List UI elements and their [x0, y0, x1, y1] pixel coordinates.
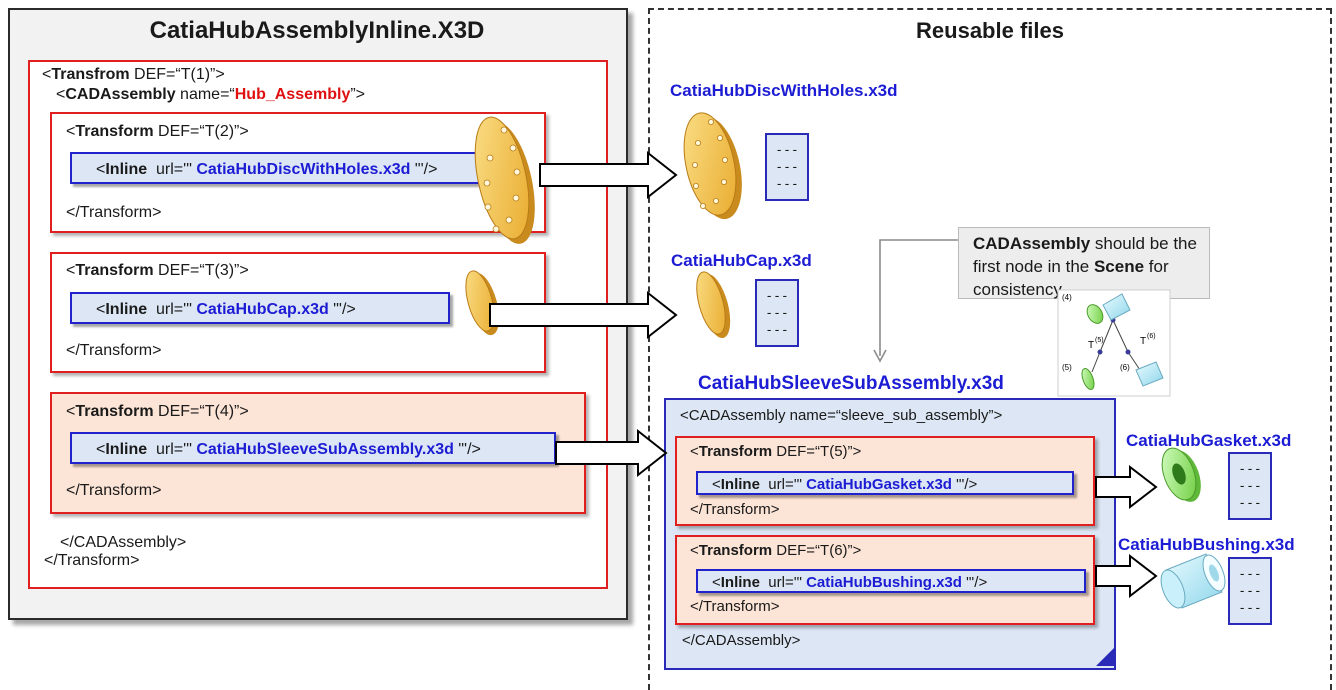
transform-t3-open: <Transform DEF=“T(3)”>	[66, 262, 249, 279]
file-doc-icon: --- --- ---	[1228, 557, 1272, 625]
reusable-files-panel	[648, 8, 1332, 690]
cadassembly-open-line: <CADAssembly name=“Hub_Assembly”>	[56, 86, 366, 103]
doc-fold-corner	[1096, 648, 1114, 666]
arrow-sleeve	[555, 428, 668, 478]
arrow-cap	[489, 290, 678, 340]
tree-label-6: (6)	[1120, 363, 1130, 372]
transform-t6-open: <Transform DEF=“T(6)”>	[690, 542, 862, 559]
transform-t3-close: </Transform>	[66, 342, 162, 359]
tree-label-5: (5)	[1062, 363, 1072, 372]
arrow-gasket	[1095, 464, 1158, 510]
cap-icon	[696, 271, 731, 339]
file-label-gasket: CatiaHubGasket.x3d	[1126, 431, 1292, 450]
tree-label-t5: T	[1088, 340, 1094, 351]
transform-t5-close: </Transform>	[690, 501, 780, 518]
transform-t5-open: <Transform DEF=“T(5)”>	[690, 443, 862, 460]
arrow-disc	[539, 150, 678, 200]
transform-close-line: </Transform>	[44, 552, 140, 569]
transform-t2-open: <Transform DEF=“T(2)”>	[66, 123, 249, 140]
inline-t3: <Inline url='" CatiaHubCap.x3d "'/>	[70, 292, 450, 324]
sub-cadassembly-close: </CADAssembly>	[682, 632, 801, 649]
file-doc-icon: --- --- ---	[765, 133, 809, 201]
gasket-icon	[1161, 447, 1201, 502]
transform-open-line: <Transfrom DEF=“T(1)”>	[42, 66, 225, 83]
sub-assembly-title: CatiaHubSleeveSubAssembly.x3d	[698, 373, 1004, 394]
file-doc-icon: --- --- ---	[755, 279, 799, 347]
file-doc-icon: --- --- ---	[1228, 452, 1272, 520]
inline-t5: <Inline url='" CatiaHubGasket.x3d "'/>	[696, 471, 1074, 495]
arrow-bushing	[1095, 553, 1158, 599]
sub-cadassembly-open: <CADAssembly name=“sleeve_sub_assembly”>	[680, 407, 1003, 424]
bushing-icon	[1160, 553, 1226, 609]
callout-connector	[873, 239, 958, 363]
disc-with-holes-icon	[683, 112, 742, 220]
transform-t6-close: </Transform>	[690, 598, 780, 615]
flow-arrows	[489, 150, 1158, 599]
tree-label-t5-sup: (5)	[1095, 337, 1104, 344]
inline-t2: <Inline url='" CatiaHubDiscWithHoles.x3d…	[70, 152, 488, 184]
transform-t2-close: </Transform>	[66, 204, 162, 221]
sub-assembly-tree-thumbnail: (4) T (5) T (6) (5) (6)	[1057, 289, 1171, 397]
file-label-disc: CatiaHubDiscWithHoles.x3d	[670, 81, 898, 100]
inline-t6: <Inline url='" CatiaHubBushing.x3d "'/>	[696, 569, 1086, 593]
transform-t4-close: </Transform>	[66, 482, 162, 499]
left-panel-title: CatiaHubAssemblyInline.X3D	[149, 17, 485, 44]
file-label-cap: CatiaHubCap.x3d	[671, 251, 812, 270]
tree-label-t6-sup: (6)	[1147, 333, 1156, 340]
right-panel-title: Reusable files	[916, 18, 1064, 43]
tree-label-t6: T	[1140, 336, 1146, 347]
tree-label-4: (4)	[1062, 293, 1072, 302]
disc-with-holes-icon	[474, 116, 535, 244]
inline-t4: <Inline url='" CatiaHubSleeveSubAssembly…	[70, 432, 556, 464]
consistency-callout: CADAssembly should be the first node in …	[958, 227, 1210, 299]
file-label-bushing: CatiaHubBushing.x3d	[1118, 535, 1295, 554]
transform-t4-open: <Transform DEF=“T(4)”>	[66, 403, 249, 420]
cadassembly-close-line: </CADAssembly>	[60, 534, 187, 551]
